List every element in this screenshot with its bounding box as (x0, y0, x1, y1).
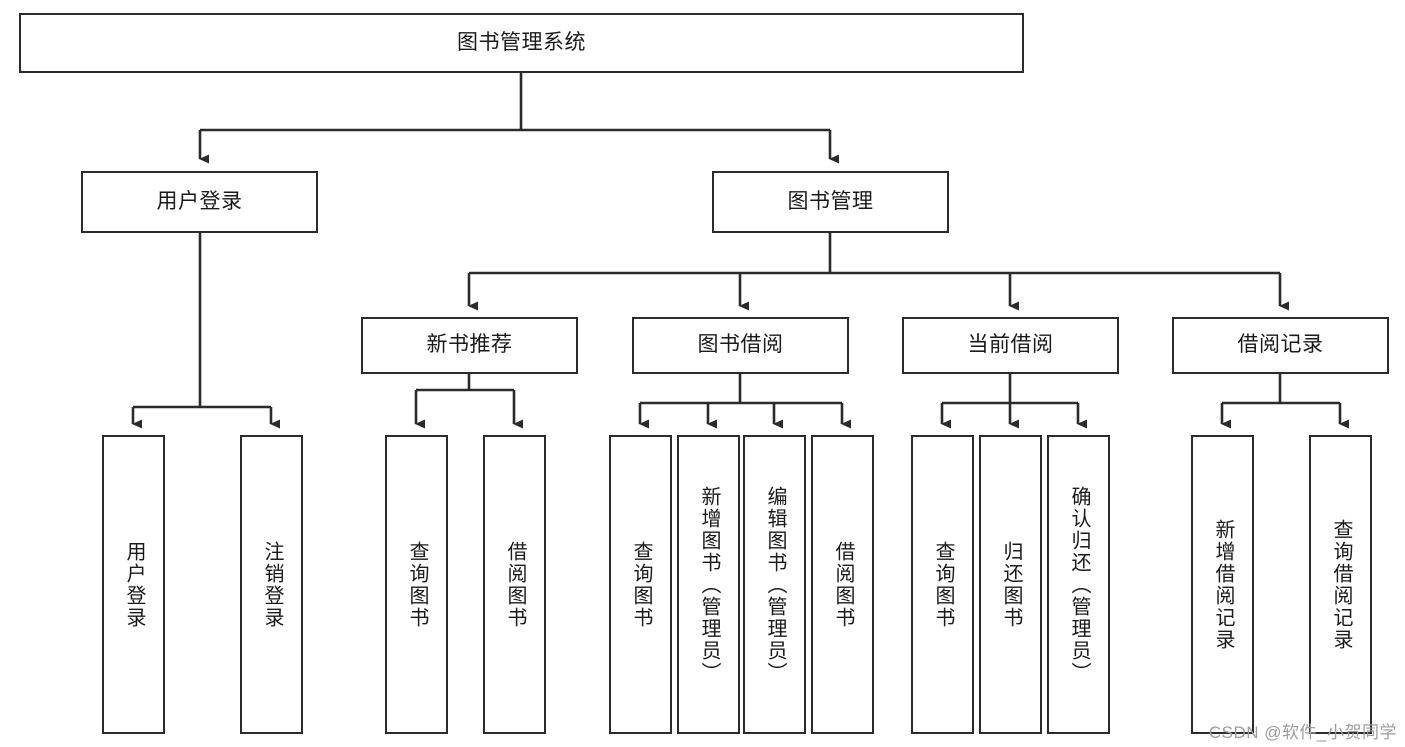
node-leaf-borrow-book-2[interactable]: 借阅图书 (811, 435, 874, 734)
node-user-login-label: 用户登录 (156, 189, 243, 213)
node-leaf-query-book-1[interactable]: 查询图书 (385, 435, 448, 734)
node-leaf-user-login[interactable]: 用户登录 (102, 435, 165, 734)
node-current-borrow-label: 当前借阅 (967, 333, 1054, 357)
node-root[interactable]: 图书管理系统 (19, 13, 1024, 73)
node-leaf-user-login-label: 用户登录 (123, 540, 145, 629)
csdn-watermark: CSDN @软件_小贺同学 (1208, 723, 1397, 742)
node-root-label: 图书管理系统 (457, 30, 586, 54)
node-leaf-add-book-label: 新增图书（管理员） (698, 485, 720, 684)
node-leaf-add-book[interactable]: 新增图书（管理员） (677, 435, 740, 734)
node-book-management-label: 图书管理 (787, 189, 874, 213)
node-leaf-query-record-label: 查询借阅记录 (1330, 518, 1352, 651)
node-leaf-edit-book[interactable]: 编辑图书（管理员） (743, 435, 806, 734)
node-leaf-borrow-book-1[interactable]: 借阅图书 (483, 435, 546, 734)
node-new-book-recommend-label: 新书推荐 (426, 333, 513, 357)
node-borrow-record[interactable]: 借阅记录 (1172, 317, 1389, 374)
node-leaf-user-logout-label: 注销登录 (261, 540, 283, 629)
node-leaf-confirm-return[interactable]: 确认归还（管理员） (1047, 435, 1110, 734)
node-book-management[interactable]: 图书管理 (712, 171, 949, 233)
node-leaf-query-book-2-label: 查询图书 (630, 540, 652, 629)
node-current-borrow[interactable]: 当前借阅 (902, 317, 1119, 374)
node-new-book-recommend[interactable]: 新书推荐 (361, 317, 578, 374)
node-leaf-add-record-label: 新增借阅记录 (1212, 518, 1234, 651)
node-leaf-query-book-3[interactable]: 查询图书 (911, 435, 974, 734)
node-leaf-query-book-2[interactable]: 查询图书 (609, 435, 672, 734)
node-leaf-user-logout[interactable]: 注销登录 (240, 435, 303, 734)
node-leaf-query-book-1-label: 查询图书 (406, 540, 428, 629)
node-leaf-confirm-return-label: 确认归还（管理员） (1068, 485, 1090, 684)
node-book-borrow-label: 图书借阅 (697, 333, 784, 357)
node-leaf-add-record[interactable]: 新增借阅记录 (1191, 435, 1254, 734)
node-leaf-borrow-book-1-label: 借阅图书 (504, 540, 526, 629)
node-leaf-return-book-label: 归还图书 (1000, 540, 1022, 629)
node-leaf-borrow-book-2-label: 借阅图书 (832, 540, 854, 629)
node-leaf-query-record[interactable]: 查询借阅记录 (1309, 435, 1372, 734)
node-leaf-edit-book-label: 编辑图书（管理员） (764, 485, 786, 684)
node-borrow-record-label: 借阅记录 (1237, 333, 1324, 357)
node-leaf-query-book-3-label: 查询图书 (932, 540, 954, 629)
node-leaf-return-book[interactable]: 归还图书 (979, 435, 1042, 734)
node-user-login[interactable]: 用户登录 (81, 171, 318, 233)
node-book-borrow[interactable]: 图书借阅 (632, 317, 849, 374)
